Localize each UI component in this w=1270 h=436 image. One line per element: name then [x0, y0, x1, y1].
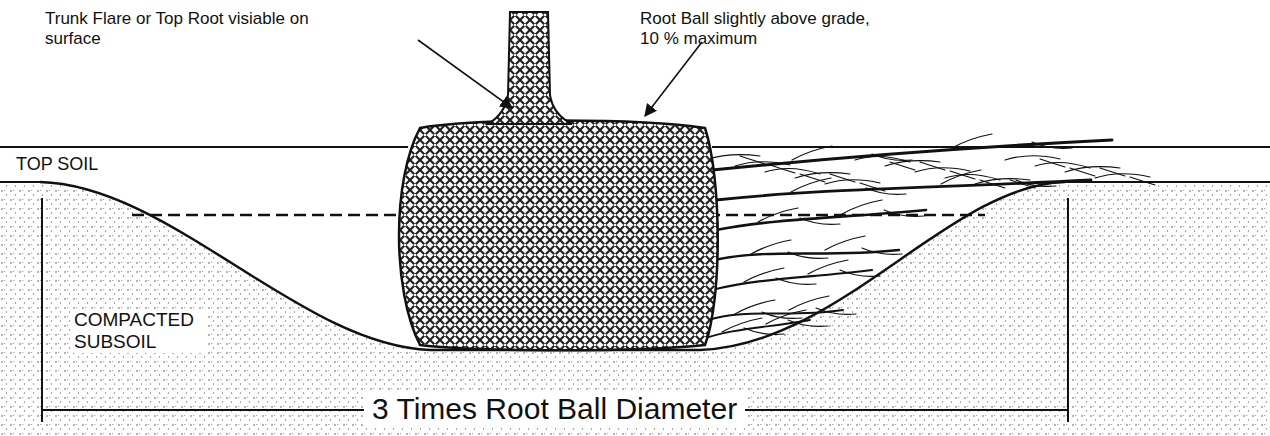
- dimension-label: 3 Times Root Ball Diameter: [364, 392, 745, 427]
- callout-text: Trunk Flare or Top Root visiable on surf…: [45, 9, 345, 48]
- dimension-tick: [41, 198, 43, 422]
- callout-text: Root Ball slightly above grade, 10 % max…: [640, 9, 890, 48]
- grade-line: [0, 146, 408, 148]
- topsoil-line: [1065, 181, 1270, 183]
- root-ball: [399, 121, 718, 351]
- leader-line: [418, 40, 512, 108]
- leader-line: [645, 42, 702, 116]
- soil-label: TOP SOIL: [14, 154, 100, 175]
- new-roots: [700, 134, 1155, 340]
- dimension-tick: [1067, 198, 1069, 422]
- trunk: [488, 12, 572, 124]
- topsoil-line: [0, 181, 40, 183]
- soil-label: COMPACTED SUBSOIL: [72, 309, 206, 353]
